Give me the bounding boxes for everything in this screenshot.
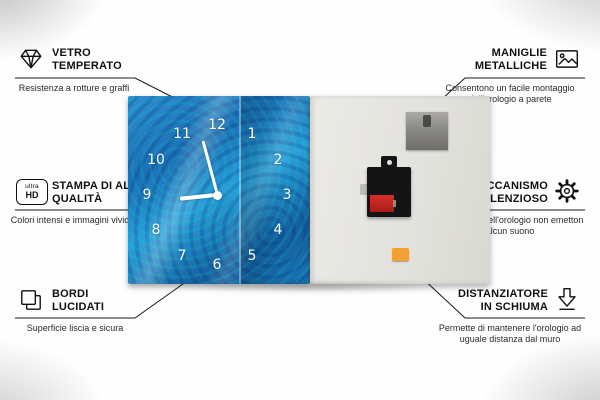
clock-number: 8 (151, 222, 161, 238)
callout-title-stampa: STAMPA DI ALTA QUALITÀ (52, 180, 144, 205)
callout-title-vetro: VETRO TEMPERATO (52, 47, 122, 72)
ultra-hd-label-bottom: HD (25, 189, 39, 200)
clock-number: 6 (212, 257, 222, 273)
metal-hanger-plate (406, 112, 448, 150)
battery-tip (393, 200, 396, 207)
clock-front-panel: 1 2 3 4 5 6 7 8 9 10 11 12 (128, 96, 310, 284)
polished-edges-icon (18, 287, 44, 313)
clock-number: 1 (247, 126, 257, 142)
arrow-down-icon (554, 286, 580, 312)
callout-title-distanziatore: DISTANZIATORE IN SCHIUMA (458, 288, 548, 313)
time-set-knob (360, 184, 369, 195)
clock-number: 9 (142, 187, 152, 203)
callout-desc-stampa: Colori intensi e immagini vivide (10, 215, 135, 225)
clock-number: 7 (177, 248, 187, 264)
clock-center-cap (212, 190, 222, 200)
panel-fold-shade (241, 96, 310, 284)
clock-number: 12 (208, 117, 226, 133)
clock-back-panel (310, 96, 490, 284)
callout-title-maniglie: MANIGLIE METALLICHE (474, 47, 547, 72)
gear-icon (554, 178, 580, 204)
mechanism-hanger (381, 156, 397, 168)
callout-desc-maniglie: Consentono un facile montaggio dell'orol… (445, 83, 575, 104)
callout-desc-vetro: Resistenza a rotture e graffi (18, 83, 130, 93)
battery (370, 195, 396, 212)
foam-spacer (392, 248, 409, 261)
callout-title-bordi: BORDI LUCIDATI (52, 288, 105, 313)
callout-desc-bordi: Superficie liscia e sicura (26, 323, 124, 333)
clock-number: 11 (173, 126, 191, 142)
clock-number: 3 (282, 187, 292, 203)
clock-number: 2 (273, 152, 283, 168)
diamond-icon (18, 46, 44, 72)
clock-number: 10 (147, 152, 165, 168)
picture-frame-icon (554, 46, 580, 72)
ultra-hd-icon: ultra HD (16, 179, 48, 205)
panel-fold-line (239, 96, 241, 284)
hanger-hole (386, 159, 392, 165)
glass-sheen (128, 96, 310, 284)
hanger-plate-slot (423, 115, 431, 127)
callout-desc-meccanismo: Le lancette dell'orologio non emetton al… (436, 215, 584, 236)
product-shadow (126, 281, 494, 293)
clock-number: 5 (247, 248, 257, 264)
clock-number: 4 (273, 222, 283, 238)
ultra-hd-label-top: ultra (25, 183, 39, 191)
callout-desc-distanziatore: Permette di mantenere l'orologio ad ugua… (438, 323, 582, 344)
